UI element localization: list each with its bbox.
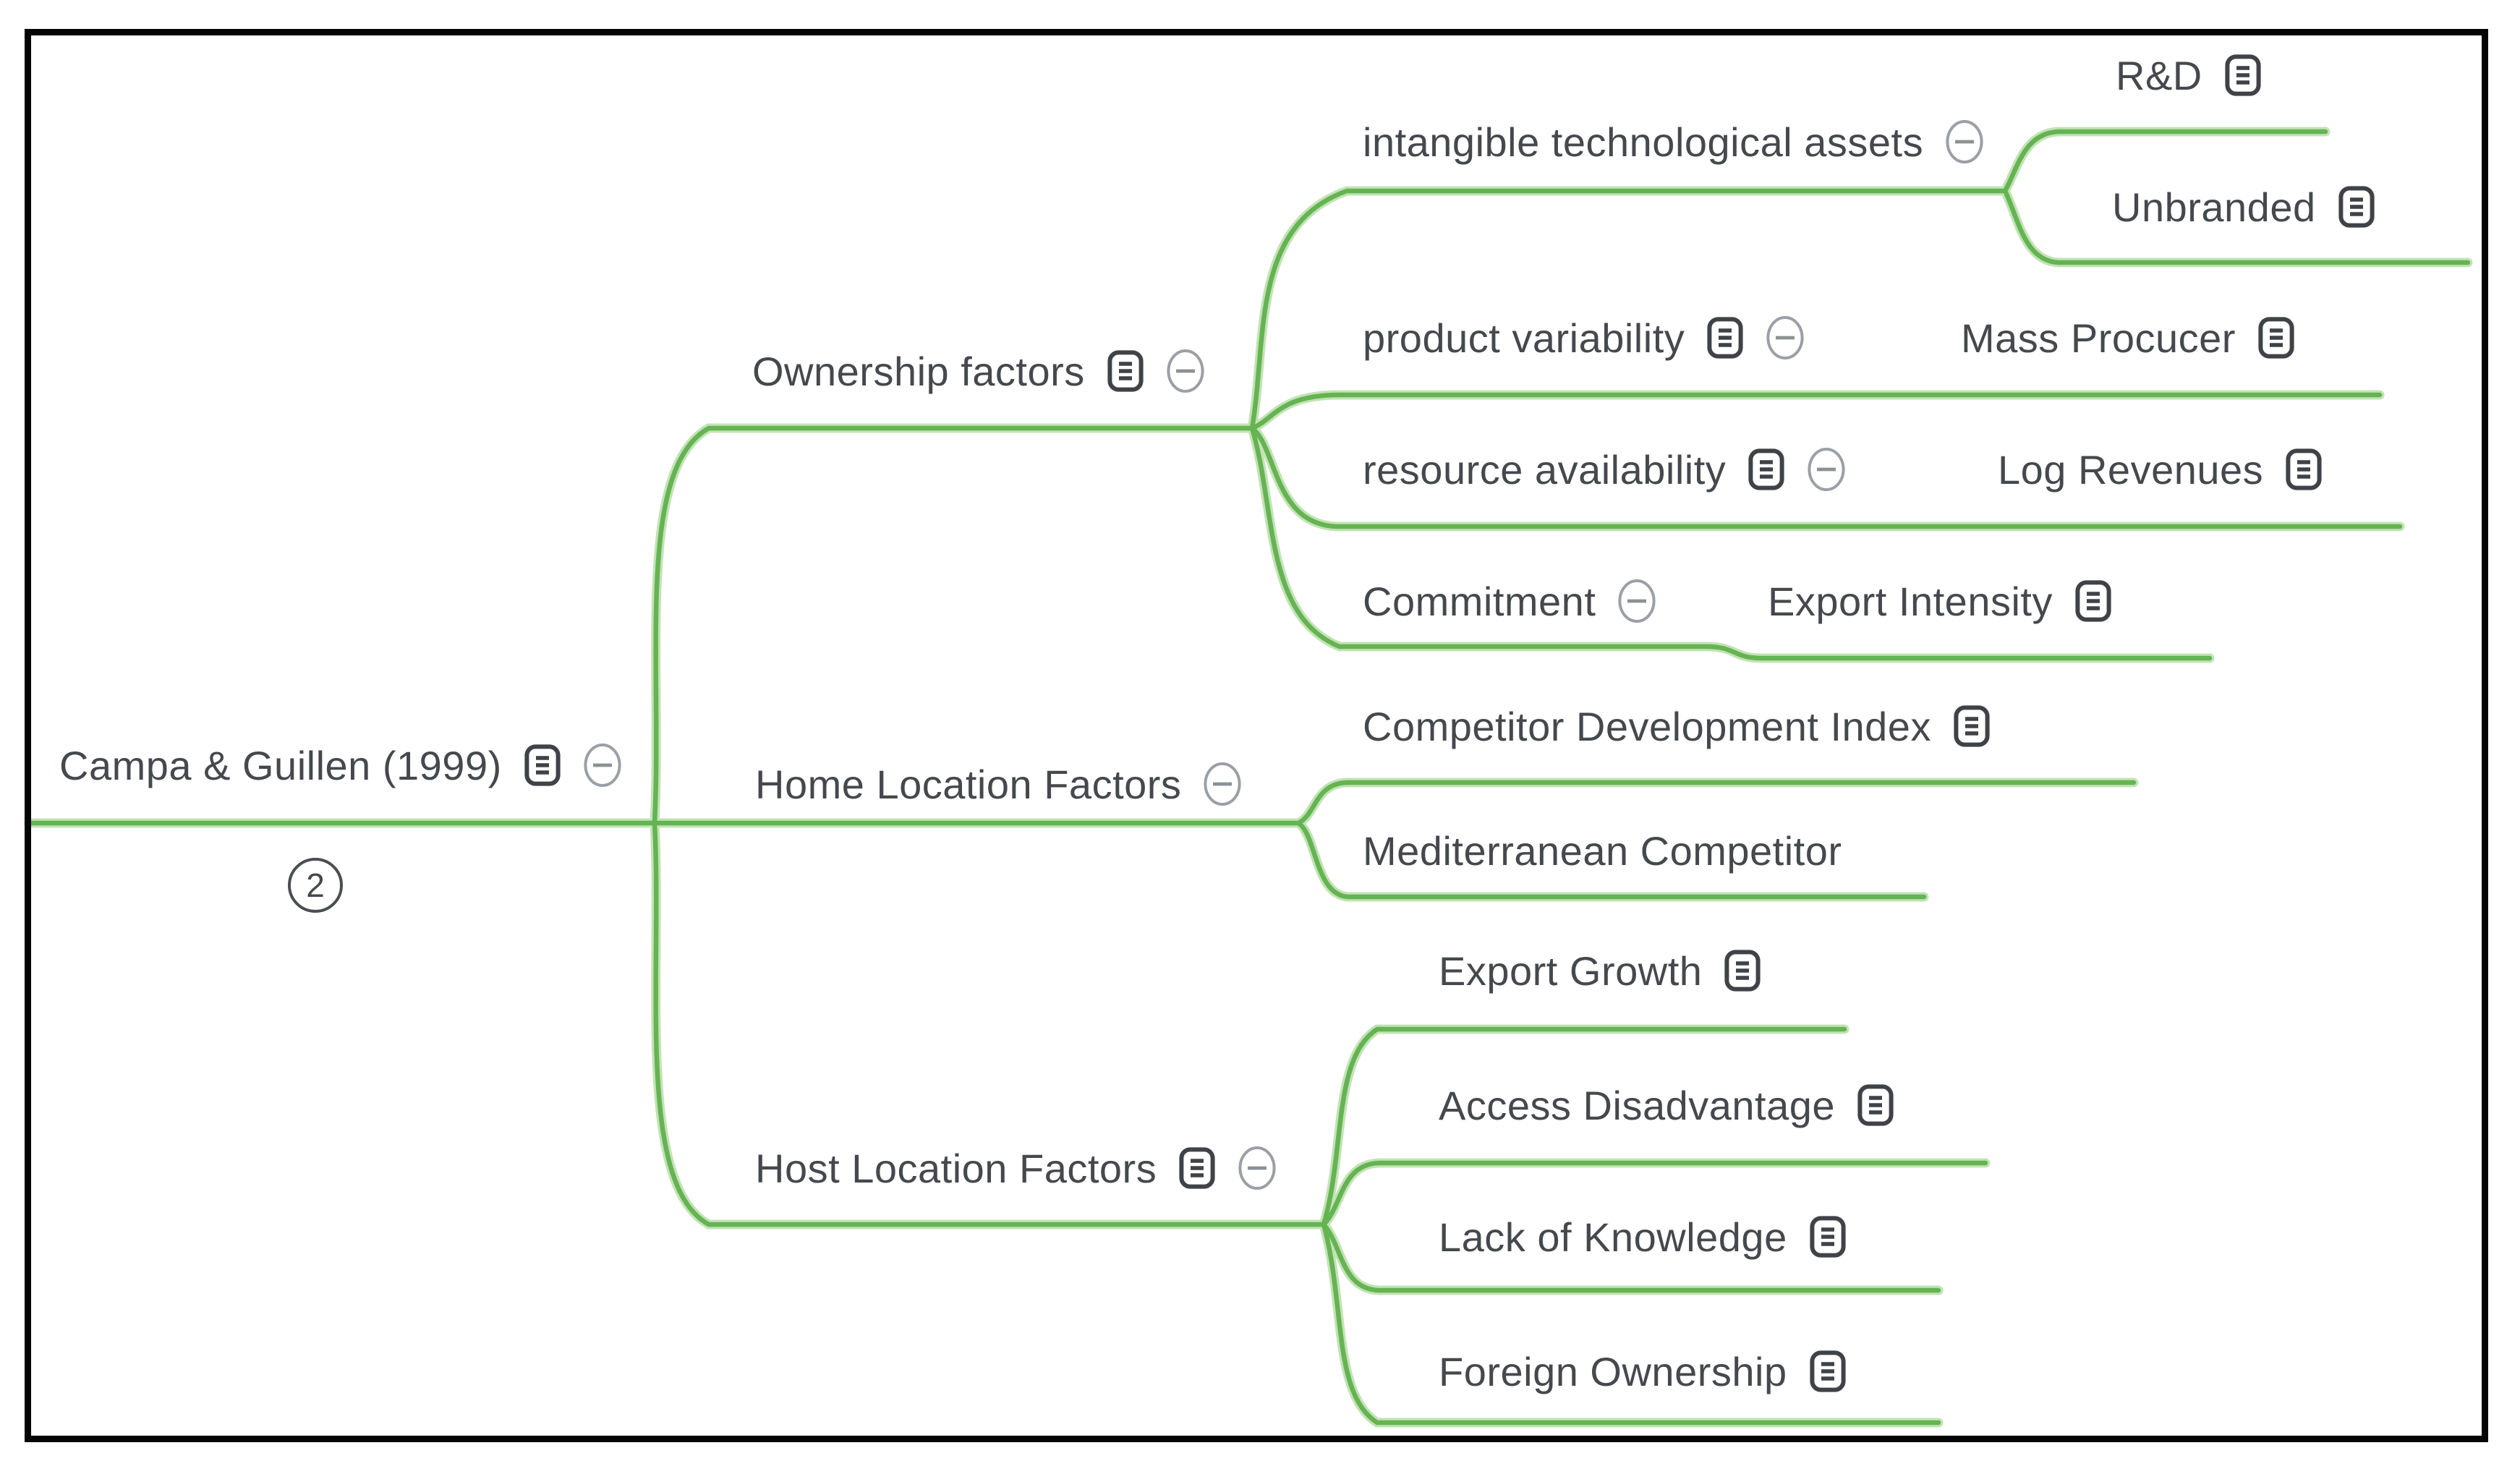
note-icon[interactable] bbox=[1857, 1083, 1894, 1127]
note-icon[interactable] bbox=[1809, 1350, 1847, 1393]
note-icon[interactable] bbox=[1706, 316, 1744, 359]
node-lack-of-knowledge[interactable]: Lack of Knowledge bbox=[1439, 1206, 1847, 1267]
node-label: Ownership factors bbox=[752, 348, 1085, 394]
node-product-variability[interactable]: product variability bbox=[1363, 307, 1805, 368]
node-label: Host Location Factors bbox=[755, 1145, 1157, 1191]
branch-cores bbox=[26, 129, 2471, 1426]
node-mass-procucer[interactable]: Mass Procucer bbox=[1961, 307, 2295, 368]
note-icon[interactable] bbox=[1809, 1215, 1847, 1258]
note-icon[interactable] bbox=[2224, 54, 2262, 97]
node-label: Export Intensity bbox=[1768, 578, 2053, 624]
note-icon[interactable] bbox=[2338, 185, 2375, 229]
note-icon[interactable] bbox=[2285, 448, 2323, 491]
collapse-minus-icon[interactable] bbox=[1766, 315, 1805, 361]
node-label: intangible technological assets bbox=[1363, 119, 1924, 165]
node-label: Access Disadvantage bbox=[1439, 1082, 1836, 1128]
node-foreign-ownership[interactable]: Foreign Ownership bbox=[1439, 1341, 1847, 1402]
node-access-disadvantage[interactable]: Access Disadvantage bbox=[1439, 1075, 1894, 1136]
note-icon[interactable] bbox=[2074, 579, 2112, 623]
node-label: Campa & Guillen (1999) bbox=[59, 742, 502, 788]
screenshot-border bbox=[25, 29, 2488, 1442]
node-export-intensity[interactable]: Export Intensity bbox=[1768, 571, 2112, 631]
collapse-minus-icon[interactable] bbox=[1617, 578, 1656, 624]
node-label: Mass Procucer bbox=[1961, 315, 2236, 361]
collapse-minus-icon[interactable] bbox=[1238, 1145, 1277, 1191]
collapse-minus-icon[interactable] bbox=[1166, 348, 1205, 394]
node-commitment[interactable]: Commitment bbox=[1363, 571, 1656, 631]
note-icon[interactable] bbox=[1748, 448, 1785, 491]
note-icon[interactable] bbox=[1107, 349, 1144, 393]
node-label: Competitor Development Index bbox=[1363, 703, 1931, 749]
node-ownership-factors[interactable]: Ownership factors bbox=[752, 341, 1205, 401]
node-competitor-development-index[interactable]: Competitor Development Index bbox=[1363, 696, 1991, 757]
node-label: Log Revenues bbox=[1998, 446, 2264, 493]
node-resource-availability[interactable]: resource availability bbox=[1363, 439, 1846, 500]
note-icon[interactable] bbox=[2257, 316, 2295, 359]
collapse-minus-icon[interactable] bbox=[1945, 119, 1984, 165]
branch-count-badge: 2 bbox=[288, 858, 343, 913]
node-campa-guillen[interactable]: Campa & Guillen (1999) bbox=[59, 735, 622, 796]
node-label: Home Location Factors bbox=[755, 761, 1182, 807]
node-unbranded[interactable]: Unbranded bbox=[2112, 176, 2375, 237]
collapse-minus-icon[interactable] bbox=[1203, 761, 1242, 807]
note-icon[interactable] bbox=[1724, 949, 1761, 992]
node-intangible-technological-assets[interactable]: intangible technological assets bbox=[1363, 111, 1984, 172]
node-export-growth[interactable]: Export Growth bbox=[1439, 940, 1761, 1001]
note-icon[interactable] bbox=[1953, 704, 1991, 748]
node-host-location-factors[interactable]: Host Location Factors bbox=[755, 1138, 1277, 1198]
node-label: Unbranded bbox=[2112, 184, 2316, 230]
node-label: Foreign Ownership bbox=[1439, 1348, 1787, 1394]
node-home-location-factors[interactable]: Home Location Factors bbox=[755, 754, 1242, 814]
note-icon[interactable] bbox=[1178, 1146, 1216, 1190]
node-label: Commitment bbox=[1363, 578, 1596, 624]
node-label: Lack of Knowledge bbox=[1439, 1214, 1787, 1260]
node-mediterranean-competitor[interactable]: Mediterranean Competitor bbox=[1363, 820, 1842, 881]
collapse-minus-icon[interactable] bbox=[583, 742, 622, 788]
node-log-revenues[interactable]: Log Revenues bbox=[1998, 439, 2323, 500]
node-label: Mediterranean Competitor bbox=[1363, 827, 1842, 874]
node-label: product variability bbox=[1363, 315, 1685, 361]
node-label: resource availability bbox=[1363, 446, 1727, 493]
node-rd[interactable]: R&D bbox=[2116, 45, 2262, 106]
node-label: R&D bbox=[2116, 52, 2202, 98]
node-label: Export Growth bbox=[1439, 947, 1703, 994]
collapse-minus-icon[interactable] bbox=[1807, 446, 1846, 493]
note-icon[interactable] bbox=[524, 744, 561, 787]
